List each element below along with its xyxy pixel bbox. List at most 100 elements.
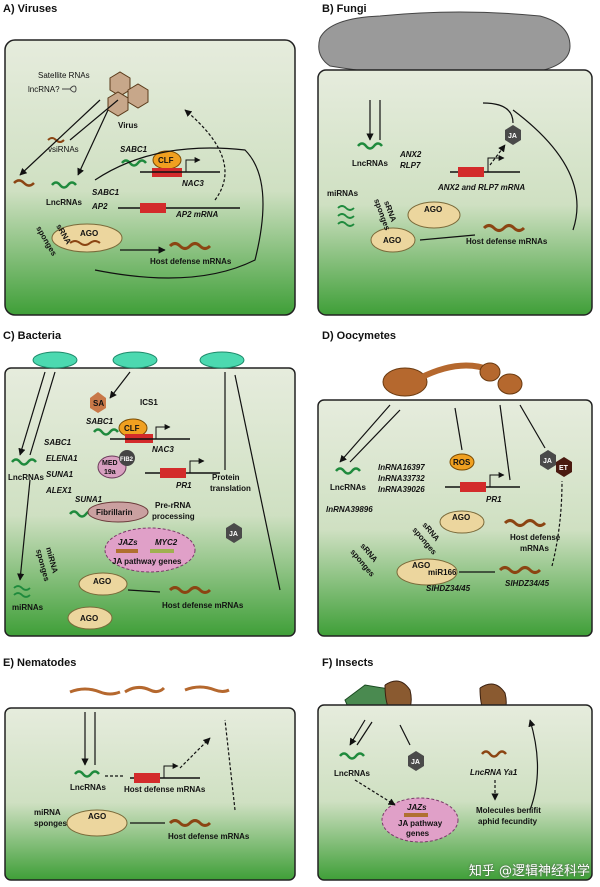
ja-icon-f [408,751,424,771]
ics1-label: ICS1 [140,398,158,407]
ago-label-d1: AGO [452,513,470,522]
protein-label-2: translation [210,484,251,493]
ja-path-label-1: JA pathway [398,819,443,828]
panel-c: SA ICS1 SABC1 CLF NAC3 LncRNAs SABC1 ELE… [3,330,296,637]
host-defense-d1: Host defense [510,533,561,542]
sabc1-label-c: SABC1 [86,417,114,426]
ap2-label: AP2 [91,202,108,211]
ago-label-a: AGO [80,229,98,238]
ja-icon-b [505,125,521,145]
anx2-rlp7-mrna: ANX2 and RLP7 mRNA [437,183,525,192]
ago-label-c2: AGO [80,614,98,623]
alex1-label: ALEX1 [45,486,72,495]
lncrnas-label-d: LncRNAs [330,483,367,492]
sa-icon [90,392,106,413]
nac3-label-a: NAC3 [182,179,204,188]
panel-c-title: C) Bacteria [3,330,62,342]
sabc1-label-a: SABC1 [120,145,148,154]
clf-label-c: CLF [124,424,140,433]
host-defense-d2: mRNAs [520,544,549,553]
pr1-label-c: PR1 [176,481,192,490]
elena1-label: ELENA1 [46,454,78,463]
benefit-label-2: aphid fecundity [478,817,538,826]
lncrnas-label-b: LncRNAs [352,159,389,168]
anx2-label-b: ANX2 [399,150,422,159]
med-label: MED [102,460,118,467]
panel-e: LncRNAs Host defense mRNAs miRNA sponges… [3,657,296,881]
vsirnas-label: vsiRNAs [48,145,79,154]
cell-e [4,707,296,881]
ap2-mrna-label: AP2 mRNA [175,210,218,219]
lncrna-q-label: lncRNA? [28,85,60,94]
lncrnas-label-f: LncRNAs [334,769,371,778]
ja-genes-label: JA pathway genes [112,557,182,566]
ja-label-c: JA [229,531,238,538]
sa-label: SA [93,399,104,408]
prerna-label-2: processing [152,512,195,521]
oomycete-icon [382,362,523,397]
satellite-label: Satellite RNAs [38,71,90,80]
lncrna-icon [51,181,77,189]
ago-label-c1: AGO [93,577,111,586]
ja-icon-c [226,523,242,543]
sabc1-label-c2: SABC1 [44,438,72,447]
jazs-label-f: JAZs [407,803,427,812]
mirnas-label-b: miRNAs [327,189,359,198]
host-defense-label-c: Host defense mRNAs [162,601,244,610]
suna1-label-c2: SUNA1 [75,495,103,504]
cell-c [4,367,296,637]
slhdz-label-2: SlHDZ34/45 [505,579,550,588]
ln33732-label: lnRNA33732 [378,474,425,483]
mir166-label: miR166 [428,568,457,577]
ago-label-b1: AGO [424,205,442,214]
nematode-icon [69,685,230,696]
host-defense-label-a: Host defense mRNAs [150,257,232,266]
nac3-label-c: NAC3 [152,445,174,454]
sponges-label-e: sponges [34,819,67,828]
rlp7-label-b: RLP7 [400,161,421,170]
ln16397-label: lnRNA16397 [378,463,425,472]
ja-path-label-2: genes [406,829,430,838]
panel-d-title: D) Oocymetes [322,330,396,342]
virus-label: Virus [118,121,138,130]
ago-label-d2: AGO [412,561,430,570]
cell-a [4,39,296,316]
watermark: 知乎 @逻辑神经科学 [468,864,590,879]
clf-label-a: CLF [158,156,174,165]
ln39026-label: lnRNA39026 [378,485,425,494]
panel-b: LncRNAs ANX2 RLP7 ANX2 and RLP7 mRNA JA … [317,3,593,316]
host-defense-label-b: Host defense mRNAs [466,237,548,246]
panel-a-title: A) Viruses [3,3,57,15]
bacteria-icon [32,351,245,369]
lncrnas-label-e: LncRNAs [70,783,107,792]
protein-label-1: Protein [212,473,240,482]
vsirna-icon [47,137,65,143]
ln39896-label: lnRNA39896 [326,505,373,514]
fibrillarin-label: Fibrillarin [96,508,133,517]
panel-b-title: B) Fungi [322,3,367,15]
host-defense-label-e1: Host defense mRNAs [124,785,206,794]
sabc1-label-a2: SABC1 [92,188,120,197]
panel-d: ROS JA ET LncRNAs lnRNA16397 lnRNA33732 … [317,330,593,637]
virus-icon [107,71,149,117]
benefit-label-1: Molecules benifit [476,806,541,815]
ja-label-d: JA [543,458,552,465]
cell-f [317,704,593,881]
ja-label-f: JA [411,759,420,766]
myc2-label: MYC2 [155,538,178,547]
med-19a-label: 19a [104,469,116,476]
lncrnas-label-c: LncRNAs [8,473,45,482]
prerna-label-1: Pre-rRNA [155,501,191,510]
ja-label-b: JA [508,133,517,140]
ya1-label: LncRNA Ya1 [470,768,518,777]
panel-f-title: F) Insects [322,657,373,669]
panel-a: Virus Satellite RNAs lncRNA? vsiRNAs Lnc… [3,3,296,316]
suna1-label: SUNA1 [46,470,74,479]
fib2-label: FIB2 [120,457,134,463]
lncrnas-label-a: LncRNAs [46,198,83,207]
et-label: ET [559,465,569,472]
mirnas-label-c: miRNAs [12,603,44,612]
fungus-icon [318,11,571,77]
mirna-label-e: miRNA [34,808,61,817]
